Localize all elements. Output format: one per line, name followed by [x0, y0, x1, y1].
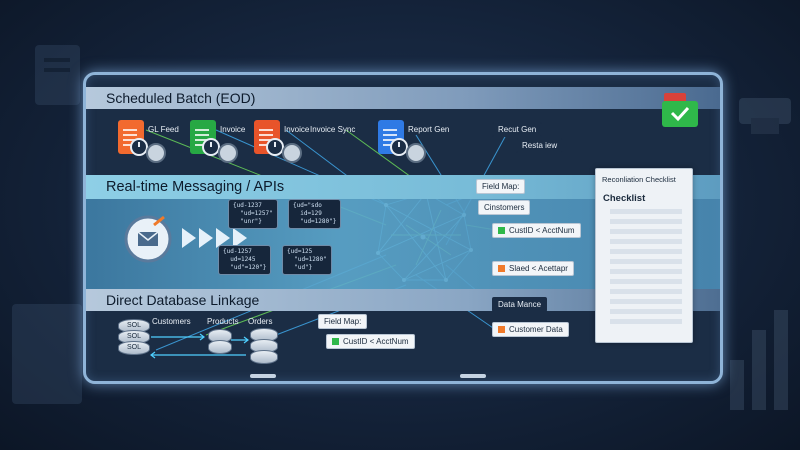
checklist-row [610, 209, 682, 214]
checklist-row [610, 269, 682, 274]
database-band: Direct Database Linkage [86, 289, 720, 311]
db-table-label: Orders [248, 317, 273, 326]
batch-title: Scheduled Batch (EOD) [106, 90, 256, 106]
clock-icon [202, 138, 220, 156]
field-map-row[interactable]: Slaed < Acettapr [492, 261, 574, 276]
flow-arrow-icon [182, 228, 196, 248]
db-field-map-row[interactable]: CustID < AcctNum [326, 334, 415, 349]
field-map-row-text: Slaed < Acettapr [509, 264, 568, 273]
api-payload: {ud=125 "ud=1280" "ud"} [282, 245, 332, 275]
field-map-row-text: CustID < AcctNum [509, 226, 575, 235]
checklist-row [610, 279, 682, 284]
status-square-icon [498, 265, 505, 272]
field-map-title: Field Map: [476, 179, 526, 194]
field-map-row[interactable]: CustID < AcctNum [492, 223, 581, 238]
checklist-heading: Checklist [603, 193, 646, 204]
reconciliation-checklist[interactable]: Reconliation Checklist Checklist [595, 168, 693, 343]
sql-database-icon[interactable]: SOL SOL SOL [118, 319, 150, 355]
flow-arrow-icon [233, 228, 247, 248]
status-square-icon [498, 326, 505, 333]
sync-badge-icon [282, 143, 302, 163]
checklist-row [610, 229, 682, 234]
sync-badge-icon [406, 143, 426, 163]
background-page-icon [12, 304, 82, 404]
status-square-icon [498, 227, 505, 234]
batch-item-label: Invoice [284, 125, 310, 134]
batch-tag: Recut Gen [492, 122, 543, 137]
batch-item-label: Invoice [220, 125, 246, 134]
bezel-mark [250, 374, 276, 378]
message-gear-icon[interactable] [122, 213, 174, 265]
background-printer-icon [739, 98, 791, 134]
checklist-row [610, 219, 682, 224]
db-link-arrows [150, 333, 249, 359]
checklist-title: Reconliation Checklist [602, 175, 676, 184]
api-payload: {ud="sdo id=129 "ud=1280"} [288, 199, 342, 229]
database-title: Direct Database Linkage [106, 292, 260, 308]
db-field-map-title: Field Map: [318, 314, 368, 329]
status-square-icon [332, 338, 339, 345]
flow-arrow-icon [216, 228, 230, 248]
db-field-map-text: CustID < AcctNum [343, 337, 409, 346]
sql-disk-label: SOL [118, 341, 150, 355]
sync-badge-icon [146, 143, 166, 163]
db-table-label: Products [207, 317, 239, 326]
flow-arrow-icon [199, 228, 213, 248]
orders-database-icon[interactable] [250, 328, 278, 364]
db-disk [250, 350, 278, 364]
checklist-row [610, 289, 682, 294]
api-payload: {ud-1257 ud=1245 "ud"=120"} [218, 245, 272, 275]
checklist-row [610, 299, 682, 304]
batch-item-label: Report Gen [408, 125, 450, 134]
bezel-mark [460, 374, 486, 378]
checklist-row [610, 319, 682, 324]
customers-label: Cinstomers [478, 200, 531, 215]
checklist-row [610, 249, 682, 254]
batch-item-label: GL Feed [148, 125, 179, 134]
checklist-row [610, 239, 682, 244]
background-bar-chart-icon [730, 310, 788, 410]
customer-data-text: Customer Data [509, 325, 563, 334]
checklist-row [610, 259, 682, 264]
db-table-label: Customers [152, 317, 191, 326]
sync-badge-icon [218, 143, 238, 163]
background-document-icon [35, 45, 80, 105]
batch-tag: Resta iew [516, 138, 564, 153]
checklist-row [610, 309, 682, 314]
data-mance-label: Data Mance [492, 297, 548, 312]
batch-band: Scheduled Batch (EOD) [86, 87, 720, 109]
products-database-icon[interactable] [208, 329, 232, 354]
checked-folder-icon[interactable] [660, 91, 700, 129]
api-payload: {ud-1237 "ud=1257" "unr"} [228, 199, 278, 229]
sql-disk-label: SOL [118, 330, 150, 344]
messaging-title: Real-time Messaging / APIs [106, 179, 285, 195]
batch-item-label: Invoice Sync [310, 125, 356, 134]
customer-data-row[interactable]: Customer Data [492, 322, 569, 337]
db-disk [208, 340, 232, 354]
